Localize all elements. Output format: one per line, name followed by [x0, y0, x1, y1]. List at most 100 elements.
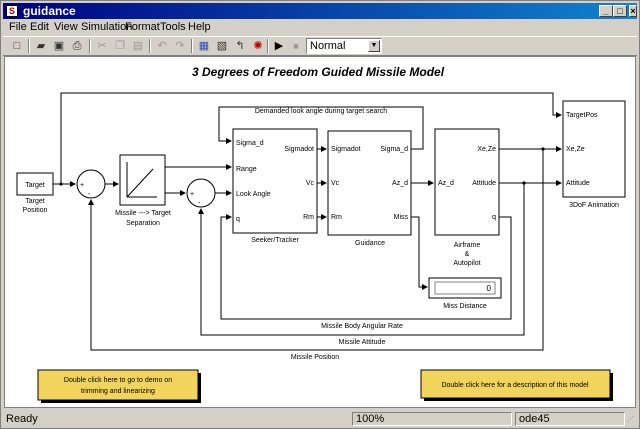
guidance-block[interactable]: Sigmadot Vc Rm Sigma_d Az_d Miss	[327, 130, 412, 236]
stop-simulation-icon[interactable]: ■	[293, 41, 299, 51]
toolbar-separator	[28, 39, 30, 53]
separation-block[interactable]	[119, 154, 166, 206]
airframe-caption-line2: &	[465, 251, 470, 258]
airframe-caption-line1: Airframe	[454, 242, 481, 249]
go-to-parent-icon[interactable]: ↰	[235, 40, 245, 52]
library-browser-icon[interactable]: ▦	[198, 40, 210, 52]
seeker-caption: Seeker/Tracker	[251, 237, 299, 244]
menu-view[interactable]: View	[54, 21, 78, 33]
sum1-plus-sign: +	[80, 182, 84, 189]
menu-help[interactable]: Help	[188, 21, 211, 33]
menu-tools[interactable]: Tools	[160, 21, 186, 33]
miss-distance-caption: Miss Distance	[443, 303, 487, 310]
separation-caption-line2: Separation	[126, 220, 160, 227]
target-label: Target	[25, 182, 45, 189]
model-title: 3 Degrees of Freedom Guided Missile Mode…	[192, 65, 445, 79]
airframe-in-az-d: Az_d	[438, 180, 454, 187]
model-explorer-icon[interactable]: ▧	[216, 40, 228, 52]
start-simulation-icon[interactable]: ▶	[274, 40, 284, 52]
seeker-in-q: q	[236, 216, 240, 223]
miss-distance-value: 0	[487, 284, 492, 293]
toolbar: □ ▰ ▣ ⎙ ✂ ❐ ▤ ↶ ↷ ▦ ▧ ↰ ✺ ▶ ■ Normal ▼	[3, 36, 637, 56]
simulation-mode-dropdown[interactable]: Normal ▼	[306, 38, 382, 54]
guidance-in-rm: Rm	[331, 214, 342, 221]
animation-caption: 3DoF Animation	[569, 202, 619, 209]
animation-in-targetpos: TargetPos	[566, 112, 598, 119]
target-caption-line1: Target	[25, 198, 45, 205]
animation-in-attitude: Attitude	[566, 180, 590, 187]
description-note-text: Double click here for a description of t…	[441, 382, 589, 389]
airframe-caption-line3: Autopilot	[453, 260, 480, 267]
menu-edit[interactable]: Edit	[30, 21, 49, 33]
simulink-app-icon: S	[6, 5, 18, 17]
cut-icon[interactable]: ✂	[97, 40, 107, 52]
airframe-autopilot-block[interactable]: Az_d Xe,Ze Attitude q	[434, 128, 500, 236]
menu-format[interactable]: Format	[125, 21, 160, 33]
signal-lines	[53, 92, 562, 351]
menu-file[interactable]: File	[9, 21, 27, 33]
separation-caption-line1: Missile ---> Target	[115, 210, 171, 217]
window-title: guidance	[23, 4, 76, 18]
guidance-out-sigma-d: Sigma_d	[380, 146, 408, 153]
resize-grip[interactable]: ⋰	[627, 416, 634, 423]
sum2-minus-sign: -	[198, 200, 201, 207]
seeker-in-range: Range	[236, 166, 257, 173]
miss-distance-display[interactable]: 0	[428, 277, 502, 299]
guidance-in-vc: Vc	[331, 180, 340, 187]
sum1-minus-sign: -	[88, 191, 91, 198]
status-bar: Ready 100% ode45 ⋰	[3, 410, 637, 427]
trimming-note-line1: Double click here to go to demo on	[64, 377, 172, 384]
demanded-look-angle-label: Demanded look angle during target search	[255, 108, 387, 115]
model-description-note[interactable]: Double click here for a description of t…	[420, 369, 613, 401]
chevron-down-icon[interactable]: ▼	[368, 40, 380, 52]
paste-icon[interactable]: ▤	[132, 40, 144, 52]
guidance-caption: Guidance	[355, 240, 385, 247]
title-bar: S guidance _ □ ×	[3, 3, 637, 19]
airframe-out-attitude: Attitude	[472, 180, 496, 187]
animation-in-xe-ze: Xe,Ze	[566, 146, 585, 153]
new-model-icon[interactable]: □	[13, 40, 21, 52]
branch-point	[522, 181, 526, 185]
menu-bar: File Edit View Simulation Format Tools H…	[3, 19, 637, 35]
debug-icon[interactable]: ✺	[253, 40, 263, 52]
guidance-in-sigmadot: Sigmadot	[331, 146, 361, 153]
trimming-demo-note[interactable]: Double click here to go to demo on trimm…	[37, 369, 201, 403]
branch-point	[59, 182, 63, 186]
seeker-out-vc: Vc	[306, 180, 315, 187]
sum2-plus-sign: +	[190, 191, 194, 198]
branch-point	[541, 147, 545, 151]
missile-position-label: Missile Position	[291, 354, 339, 361]
print-icon[interactable]: ⎙	[72, 40, 82, 52]
guidance-out-az-d: Az_d	[392, 180, 408, 187]
guidance-out-miss: Miss	[394, 214, 409, 221]
toolbar-separator	[191, 39, 193, 53]
airframe-out-xe-ze: Xe,Ze	[477, 146, 496, 153]
animation-block[interactable]: TargetPos Xe,Ze Attitude	[562, 100, 626, 198]
toolbar-separator	[89, 39, 91, 53]
status-solver-cell: ode45	[515, 412, 625, 426]
status-solver: ode45	[519, 413, 550, 425]
open-folder-icon[interactable]: ▰	[36, 40, 46, 52]
toolbar-separator	[149, 39, 151, 53]
close-button[interactable]: ×	[629, 5, 637, 17]
model-canvas[interactable]: 3 Degrees of Freedom Guided Missile Mode…	[4, 56, 636, 408]
target-block[interactable]: Target	[16, 172, 54, 196]
airframe-out-q: q	[492, 214, 496, 221]
target-caption-line2: Position	[23, 207, 48, 214]
body-angular-rate-label: Missile Body Angular Rate	[321, 323, 403, 330]
status-state: Ready	[6, 413, 38, 425]
toolbar-separator	[267, 39, 269, 53]
status-zoom: 100%	[356, 413, 385, 425]
copy-icon[interactable]: ❐	[115, 40, 125, 52]
save-icon[interactable]: ▣	[53, 40, 65, 52]
seeker-out-rm: Rm	[303, 214, 314, 221]
maximize-button[interactable]: □	[613, 5, 627, 17]
undo-icon[interactable]: ↶	[157, 40, 167, 52]
minimize-button[interactable]: _	[599, 5, 613, 17]
seeker-in-look-angle: Look Angle	[236, 191, 271, 198]
redo-icon[interactable]: ↷	[175, 40, 185, 52]
missile-attitude-label: Missile Attitude	[339, 339, 386, 346]
menu-simulation[interactable]: Simulation	[81, 21, 133, 33]
seeker-tracker-block[interactable]: Sigma_d Range Look Angle q Sigmadot Vc R…	[232, 128, 318, 234]
